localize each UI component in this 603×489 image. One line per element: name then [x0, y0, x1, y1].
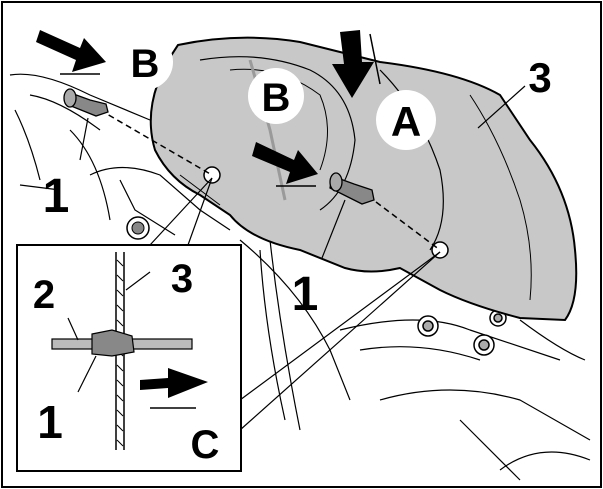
callout-part-1-center: 1: [292, 268, 319, 321]
inset-callout-part-3: 3: [171, 257, 193, 301]
leader-line: [79, 85, 526, 259]
callout-a: A: [391, 98, 421, 145]
inset-callout-c: C: [191, 423, 220, 467]
callout-bubble: [376, 90, 436, 150]
plastic-clip-icon: [63, 88, 109, 117]
bolt-icon: [126, 216, 150, 240]
inset-callout-part-2: 2: [33, 273, 55, 317]
arrow-b-center-icon: [252, 142, 318, 187]
callout-bubble: [117, 34, 173, 90]
arrow-c-icon: [140, 368, 208, 398]
callout-part-1-left: 1: [43, 170, 70, 223]
plastic-clip-icon: [329, 172, 375, 205]
inset-callout-part-1: 1: [37, 396, 63, 448]
arrow-b-left-icon: [36, 30, 106, 75]
arrow-a-icon: [332, 30, 381, 98]
mount-hole-icon: [203, 166, 221, 184]
callout-part-3: 3: [528, 54, 551, 101]
callout-b-center: B: [262, 76, 291, 120]
inset-pointer: [149, 177, 441, 431]
mount-hole-icon: [431, 241, 449, 259]
callout-b-left: B: [131, 42, 160, 86]
callout-bubble: [248, 68, 304, 124]
vehicle-body-outline: [9, 73, 591, 481]
assembly-line: [99, 109, 441, 251]
detail-inset: [16, 244, 242, 472]
